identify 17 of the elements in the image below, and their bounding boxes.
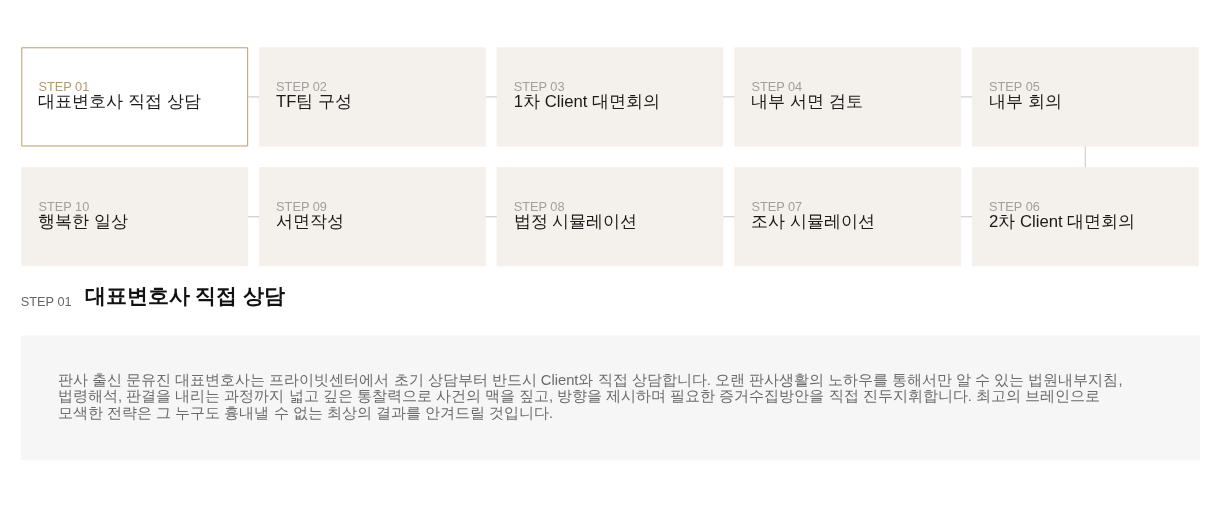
node-box: STEP 06 2차 Client 대면회의 [971,167,1199,267]
node-box: STEP 01 대표변호사 직접 상담 [21,47,249,147]
node-box: STEP 08 법정 시뮬레이션 [496,167,724,267]
node-box: STEP 09 서면작성 [258,167,486,267]
node-label: STEP 01 [20,294,72,310]
node-box: STEP 07 조사 시뮬레이션 [734,167,962,267]
connector [1084,145,1086,168]
node-box: STEP 02 TF팀 구성 [258,47,486,147]
node-box: STEP 03 1차 Client 대면회의 [496,47,724,147]
node-box: STEP 05 내부 회의 [971,47,1199,147]
node-box: STEP 10 행복한 일상 [21,167,249,267]
connector [722,96,735,98]
node-label: 대표변호사 직접 상담 [84,283,286,307]
connector [247,96,260,98]
connector [485,96,498,98]
connector [960,96,973,98]
node-box: STEP 04 내부 서면 검토 [734,47,962,147]
